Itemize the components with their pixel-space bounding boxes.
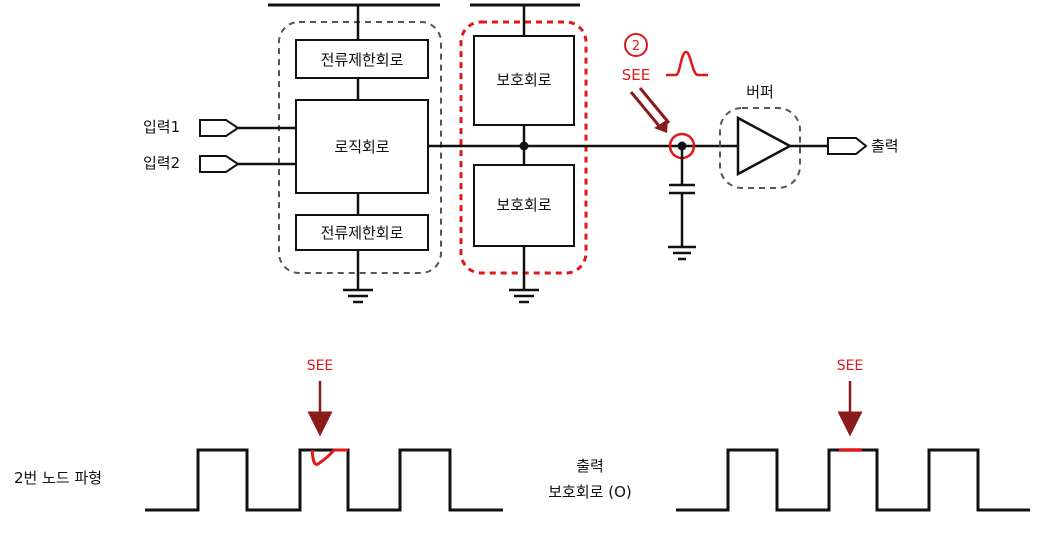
right-label-line2: 보호회로 (O) <box>548 483 631 501</box>
right-waveform <box>676 448 1030 512</box>
current-limit-top-box <box>295 39 429 79</box>
protection-top-label: 보호회로 <box>496 71 551 89</box>
right-label-line1: 출력 <box>576 457 604 475</box>
input1-label: 입력1 <box>143 118 180 136</box>
left-see-glitch <box>310 448 348 466</box>
logic-box <box>295 99 429 194</box>
buffer-group-outline <box>719 107 801 189</box>
left-waveform-label: 2번 노드 파형 <box>14 469 102 487</box>
current-limit-bottom-label: 전류제한회로 <box>321 224 404 242</box>
see-strike-arrows-icon <box>629 87 671 133</box>
right-see-label: SEE <box>837 358 864 374</box>
ground-left-icon <box>343 288 373 304</box>
ground-node-icon <box>668 245 696 261</box>
left-see-label: SEE <box>307 358 334 374</box>
protection-top-box <box>473 35 575 126</box>
protection-bottom-label: 보호회로 <box>496 196 551 214</box>
protection-bottom-box <box>473 164 575 247</box>
node2-dot <box>677 141 687 151</box>
input1-port-icon <box>199 119 240 137</box>
logic-group-outline <box>278 21 442 274</box>
junction-dot <box>519 141 529 151</box>
buffer-triangle-icon <box>736 115 793 177</box>
capacitor-icon <box>669 183 695 195</box>
see-label-top: SEE <box>622 66 650 84</box>
input2-port-icon <box>199 155 240 173</box>
output-label: 출력 <box>871 137 899 155</box>
output-port-icon <box>827 137 868 155</box>
node-number-text: 2 <box>632 39 640 54</box>
left-waveform <box>145 448 503 512</box>
ground-right-icon <box>509 288 539 304</box>
see-pulse-icon <box>666 50 708 77</box>
logic-label: 로직회로 <box>334 138 389 156</box>
current-limit-bottom-box <box>295 214 429 251</box>
input2-label: 입력2 <box>143 154 180 172</box>
node-number-marker <box>624 33 648 57</box>
current-limit-top-label: 전류제한회로 <box>321 51 404 69</box>
buffer-label: 버퍼 <box>746 83 774 101</box>
